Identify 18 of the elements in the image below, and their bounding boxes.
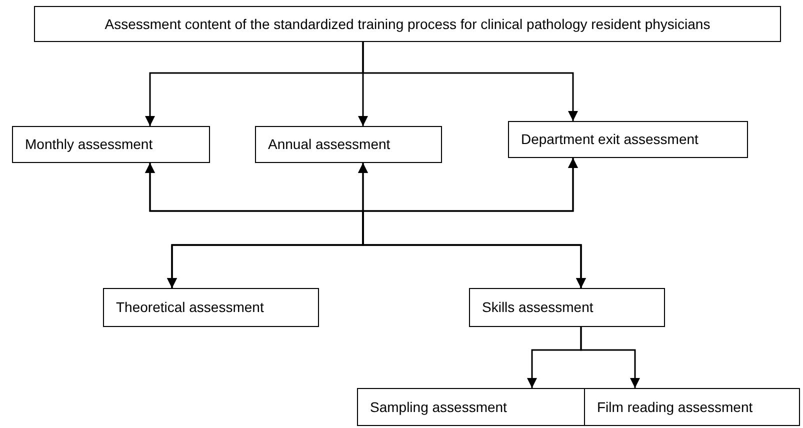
box-label: Film reading assessment: [597, 398, 753, 417]
process-box: [103, 288, 319, 327]
arrow: [362, 42, 578, 121]
process-box: [357, 388, 585, 426]
box-label: Theoretical assessment: [116, 298, 264, 317]
process-box: [584, 388, 800, 426]
box-label: Skills assessment: [482, 298, 594, 317]
process-box: [255, 126, 442, 163]
box-label: Assessment content of the standardized training process for clinical pathology resident physicians: [104, 14, 710, 34]
arrow: [580, 327, 640, 388]
process-box: [34, 6, 781, 42]
process-box: [508, 121, 748, 158]
box-label: Department exit assessment: [521, 130, 698, 149]
process-box: [12, 126, 210, 163]
box-label: Annual assessment: [268, 135, 390, 154]
box-label: Monthly assessment: [25, 135, 153, 154]
process-box: [469, 288, 665, 327]
box-label: Sampling assessment: [370, 398, 507, 417]
